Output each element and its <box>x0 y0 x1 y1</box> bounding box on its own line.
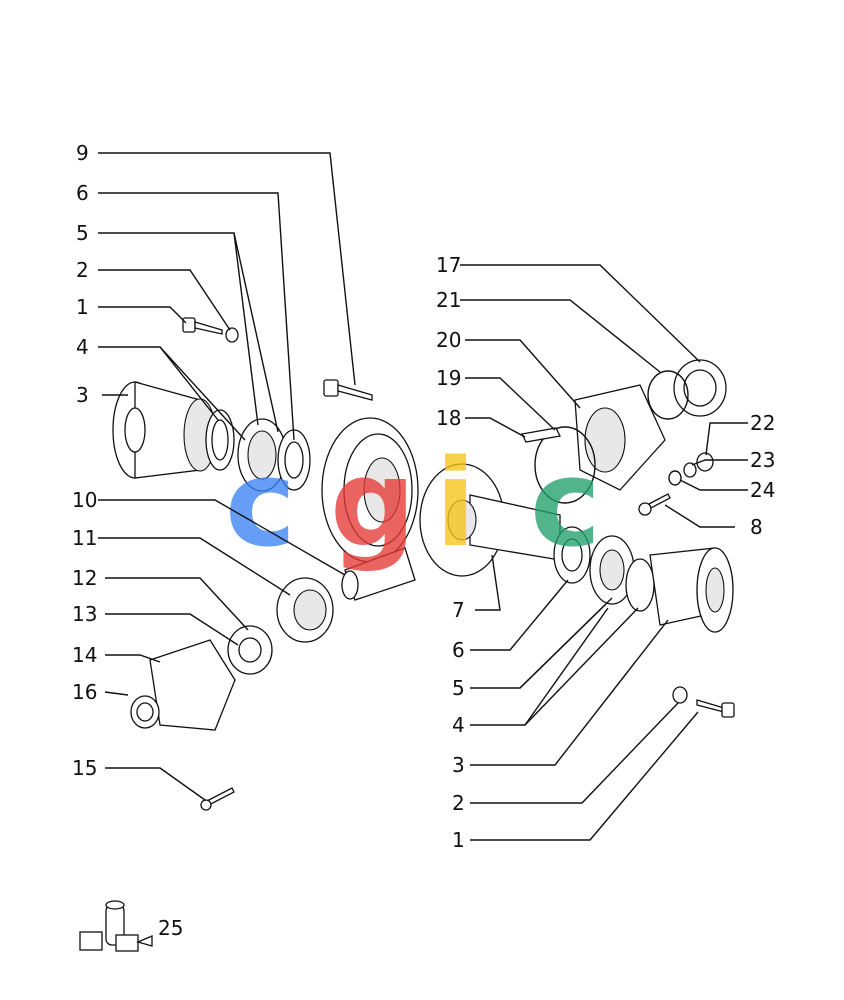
part-3-left-housing <box>112 381 217 479</box>
part-20-case <box>574 384 666 491</box>
part-19-shim <box>534 426 596 504</box>
label-16: 16 <box>72 680 97 704</box>
part-11-bearing <box>276 577 334 643</box>
label-12: 12 <box>72 566 97 590</box>
label-5-right: 5 <box>452 676 465 700</box>
part-16-seal <box>130 695 160 729</box>
part-17-ring <box>673 359 727 417</box>
left-callout-lines <box>98 152 356 801</box>
label-18: 18 <box>436 406 461 430</box>
label-5-left: 5 <box>76 221 89 245</box>
label-1-right: 1 <box>452 828 465 852</box>
ring-gear <box>321 417 419 563</box>
label-7: 7 <box>452 598 465 622</box>
part-21-snap-ring <box>647 370 689 420</box>
part-15-screw <box>200 787 235 811</box>
part-5-right-bearing-cup <box>589 535 635 605</box>
label-3-left: 3 <box>76 383 89 407</box>
label-14: 14 <box>72 643 97 667</box>
label-24: 24 <box>750 478 775 502</box>
label-2-right: 2 <box>452 791 465 815</box>
label-20: 20 <box>436 328 461 352</box>
label-17: 17 <box>436 253 461 277</box>
part-3-right-housing <box>649 547 734 633</box>
part-5-left-bearing-cup <box>237 418 287 492</box>
part-10-pinion <box>341 547 416 601</box>
right-callout-lines <box>460 264 748 841</box>
label-4-left: 4 <box>76 335 89 359</box>
part-4-left-ring <box>205 409 235 471</box>
part-22-bushing <box>696 452 714 472</box>
part-9-bolt <box>323 379 373 401</box>
part-24-washer <box>668 470 682 486</box>
label-8: 8 <box>750 515 763 539</box>
part-6-right-bearing <box>553 526 591 584</box>
part-2-left-washer <box>225 327 239 343</box>
label-25: 25 <box>158 916 183 940</box>
part-1-left-bolt <box>182 317 223 335</box>
watermark-letter-2: g <box>330 435 416 574</box>
watermark-letter-4: c <box>530 435 601 574</box>
label-21: 21 <box>436 288 461 312</box>
label-6-right: 6 <box>452 638 465 662</box>
part-18-half-shim <box>521 427 561 443</box>
part-6-left-bearing <box>277 429 311 491</box>
watermark-letter-1: c <box>225 435 296 574</box>
part-1-right-bolt <box>696 699 735 718</box>
label-10: 10 <box>72 488 97 512</box>
label-23: 23 <box>750 448 775 472</box>
label-22: 22 <box>750 411 775 435</box>
kit-box-icon <box>79 900 153 952</box>
part-23-washer <box>683 462 697 478</box>
label-4-right: 4 <box>452 713 465 737</box>
differential-carrier <box>419 463 561 577</box>
label-6-left: 6 <box>76 181 89 205</box>
watermark: c g i c <box>225 435 601 574</box>
part-2-right-washer <box>672 686 688 704</box>
part-14-flange <box>149 639 236 731</box>
label-3-right: 3 <box>452 753 465 777</box>
label-1-left: 1 <box>76 295 89 319</box>
label-15: 15 <box>72 756 97 780</box>
label-13: 13 <box>72 602 97 626</box>
part-8-pin <box>638 493 671 516</box>
part-13-nut <box>227 625 273 675</box>
part-4-right-ring <box>625 558 655 612</box>
watermark-letter-3: i <box>435 435 476 574</box>
label-11: 11 <box>72 526 97 550</box>
label-9: 9 <box>76 141 89 165</box>
label-2-left: 2 <box>76 258 89 282</box>
label-19: 19 <box>436 366 461 390</box>
